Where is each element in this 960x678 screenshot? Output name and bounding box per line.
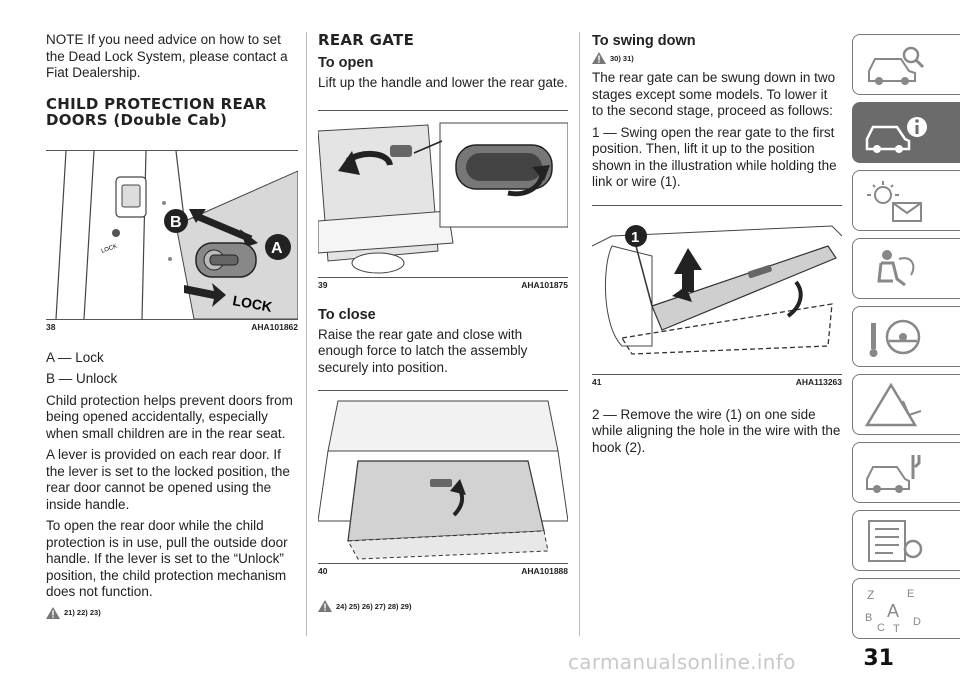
warning-references: 30) 31): [592, 52, 842, 64]
subheading-to-open: To open: [318, 55, 374, 71]
section-heading-child-protection: CHILD PROTECTION REAR DOORS (Double Cab): [46, 94, 267, 129]
tab-knowing-your-vehicle-info[interactable]: [852, 102, 960, 163]
figure-40-caption: 40 AHA101888: [318, 566, 568, 576]
warning-lights-icon: [867, 181, 922, 222]
warning-triangle-icon: [46, 606, 60, 619]
figure-41-swing-down: 1: [592, 204, 842, 375]
rear-gate-handle-illustration: [318, 122, 568, 273]
column-1: NOTE If you need advice on how to set th…: [46, 0, 298, 619]
technical-data-list-icon: [868, 520, 923, 562]
item-a-lock: A — Lock: [46, 349, 104, 365]
note-text: NOTE If you need advice on how to set th…: [46, 32, 288, 80]
svg-text:A: A: [887, 601, 899, 621]
column-divider: [579, 32, 580, 636]
child-lock-illustration: LOCK B A LOCK: [55, 150, 298, 319]
figure-38-child-lock: LOCK B A LOCK: [46, 149, 298, 320]
tab-technical-data[interactable]: [852, 510, 960, 571]
svg-text:LOCK: LOCK: [101, 243, 118, 254]
column-2: REAR GATE To open Lift up the handle and…: [318, 0, 568, 612]
paragraph: 2 — Remove the wire (1) on one side whil…: [592, 406, 841, 455]
rear-gate-close-illustration: [318, 400, 568, 560]
paragraph: Raise the rear gate and close with enoug…: [318, 326, 528, 375]
paragraph: Child protection helps prevent doors fro…: [46, 392, 293, 441]
svg-text:A: A: [271, 240, 283, 257]
airbag-seat-icon: [877, 250, 915, 287]
paragraph: A lever is provided on each rear door. I…: [46, 447, 290, 512]
paragraph: Lift up the handle and lower the rear ga…: [318, 75, 568, 90]
warning-references: 21) 22) 23): [46, 606, 298, 619]
figure-41-caption: 41 AHA113263: [592, 376, 842, 387]
figure-38-caption: 38 AHA101862: [46, 321, 298, 332]
rear-gate-swing-illustration: 1: [592, 224, 842, 355]
warning-triangle-icon: [318, 600, 332, 612]
steering-key-icon: [869, 319, 921, 357]
emergency-triangle-icon: [864, 382, 922, 427]
svg-text:LOCK: LOCK: [231, 292, 273, 315]
page-number: 31: [863, 646, 894, 671]
svg-text:T: T: [893, 623, 900, 633]
tab-safety[interactable]: [852, 238, 960, 299]
section-heading-rear-gate: REAR GATE: [318, 31, 415, 49]
svg-text:B: B: [170, 214, 182, 231]
figure-39-rear-gate-open: [318, 109, 568, 278]
tab-index[interactable]: Z E B A D C T: [852, 578, 960, 639]
subheading-to-close: To close: [318, 306, 376, 323]
tab-starting-driving[interactable]: [852, 306, 960, 367]
svg-text:Z: Z: [867, 588, 874, 602]
paragraph: The rear gate can be swung down in two s…: [592, 70, 836, 118]
svg-text:C: C: [877, 622, 885, 633]
column-3: To swing down 30) 31) The rear gate can …: [592, 0, 842, 456]
figure-39-caption: 39 AHA101875: [318, 279, 568, 290]
warning-references: 24) 25) 26) 27) 28) 29): [318, 600, 568, 612]
car-service-icon: [866, 455, 921, 493]
tab-warning-lights[interactable]: [852, 170, 960, 231]
svg-text:E: E: [907, 588, 914, 600]
tab-in-an-emergency[interactable]: [852, 374, 960, 435]
car-info-icon: [865, 117, 927, 153]
tab-knowing-the-vehicle[interactable]: [852, 34, 960, 95]
column-divider: [306, 32, 307, 636]
paragraph: 1 — Swing open the rear gate to the firs…: [592, 124, 837, 190]
svg-text:1: 1: [631, 229, 639, 246]
svg-text:D: D: [913, 616, 921, 628]
subheading-to-swing-down: To swing down: [592, 33, 696, 49]
index-letters-icon: Z E B A D C T: [865, 588, 921, 633]
figure-40-rear-gate-close: [318, 390, 568, 564]
tab-servicing-maintenance[interactable]: [852, 442, 960, 503]
warning-triangle-icon: [592, 52, 606, 64]
paragraph: To open the rear door while the child pr…: [46, 518, 288, 599]
item-b-unlock: B — Unlock: [46, 371, 118, 386]
footer-watermark: carmanualsonline.info: [568, 650, 796, 674]
car-search-icon: [868, 46, 925, 85]
svg-text:B: B: [865, 612, 872, 624]
